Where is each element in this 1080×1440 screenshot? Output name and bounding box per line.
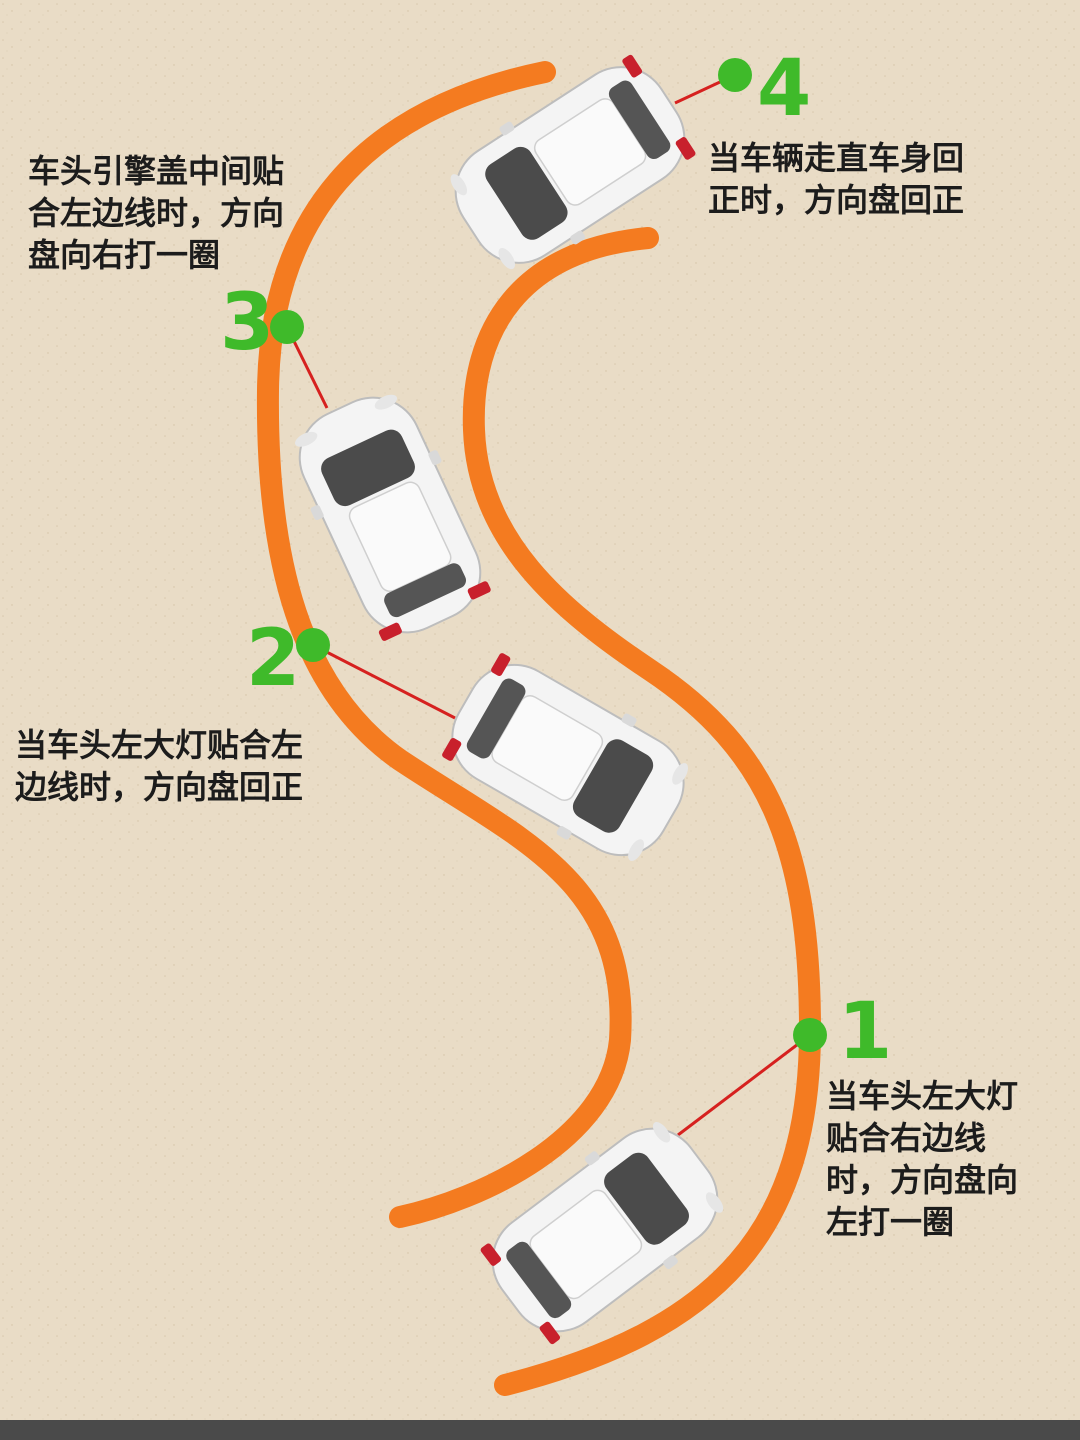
step-note-1: 当车头左大灯 贴合右边线 时，方向盘向 左打一圈 bbox=[826, 1077, 1019, 1241]
connector-1 bbox=[677, 1033, 811, 1137]
step-number-1: 1 bbox=[838, 987, 893, 1077]
step-note-2: 当车头左大灯贴合左 边线时，方向盘回正 bbox=[15, 726, 304, 806]
step-note-3: 车头引擎盖中间贴 合左边线时，方向 盘向右打一圈 bbox=[28, 152, 285, 274]
left-road-line bbox=[256, 61, 632, 1228]
bottom-bar bbox=[0, 1420, 1080, 1440]
connector-2 bbox=[312, 643, 456, 720]
step-note-4: 当车辆走直车身回 正时，方向盘回正 bbox=[708, 139, 965, 219]
step-number-2: 2 bbox=[246, 614, 301, 704]
marker-dot-2 bbox=[296, 628, 330, 662]
marker-dot-3 bbox=[270, 310, 304, 344]
step-number-3: 3 bbox=[220, 278, 275, 368]
step-number-4: 4 bbox=[757, 44, 812, 134]
marker-dot-4 bbox=[718, 58, 752, 92]
right-road-line bbox=[462, 227, 822, 1396]
marker-dot-1 bbox=[793, 1018, 827, 1052]
